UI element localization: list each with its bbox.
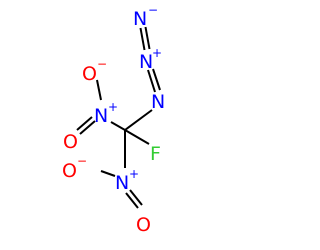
charge-n-middle: +	[152, 46, 162, 60]
charge-n-terminal: −	[148, 3, 158, 17]
bond-n-middle-n-azide-a	[147, 69, 156, 93]
atom-n-nitro1: N	[94, 105, 108, 127]
atom-o-nitro1-double: O	[63, 131, 78, 153]
bond-n-nitro1-o-b	[79, 120, 96, 135]
bond-n-terminal-n-middle-b	[144, 26, 151, 50]
bond-n-terminal-n-middle-a	[139, 27, 146, 51]
bond-n-nitro1-o-a	[76, 116, 93, 131]
atom-fluorine: F	[150, 143, 161, 165]
atom-o-nitro2-single: O	[62, 160, 77, 182]
bond-n-azide-c	[124, 109, 153, 131]
bond-c-fluorine	[124, 129, 150, 145]
atoms: N − N + N O − N + O F N + O − O	[62, 3, 165, 236]
bond-n-nitro2-o-a	[125, 192, 139, 209]
charge-n-nitro2: +	[129, 167, 139, 181]
atom-n-nitro2: N	[115, 172, 129, 194]
atom-n-terminal: N	[133, 8, 147, 30]
molecule-diagram: N − N + N O − N + O F N + O − O	[62, 3, 165, 236]
charge-o-nitro2-single: −	[77, 154, 87, 168]
atom-o-nitro2-double: O	[136, 214, 151, 236]
bond-o-nitro1-n-nitro1	[96, 79, 102, 101]
charge-o-nitro1-single: −	[97, 57, 107, 71]
atom-n-azide: N	[151, 91, 165, 113]
bond-n-nitro2-o-single	[100, 170, 116, 177]
bond-n-middle-n-azide-b	[152, 68, 161, 91]
charge-n-nitro1: +	[108, 100, 118, 114]
bonds	[76, 26, 161, 209]
bond-n-nitro1-c	[110, 121, 126, 131]
bond-n-nitro2-o-b	[129, 189, 143, 206]
atom-n-middle: N	[139, 51, 153, 73]
atom-o-nitro1-single: O	[82, 63, 97, 85]
